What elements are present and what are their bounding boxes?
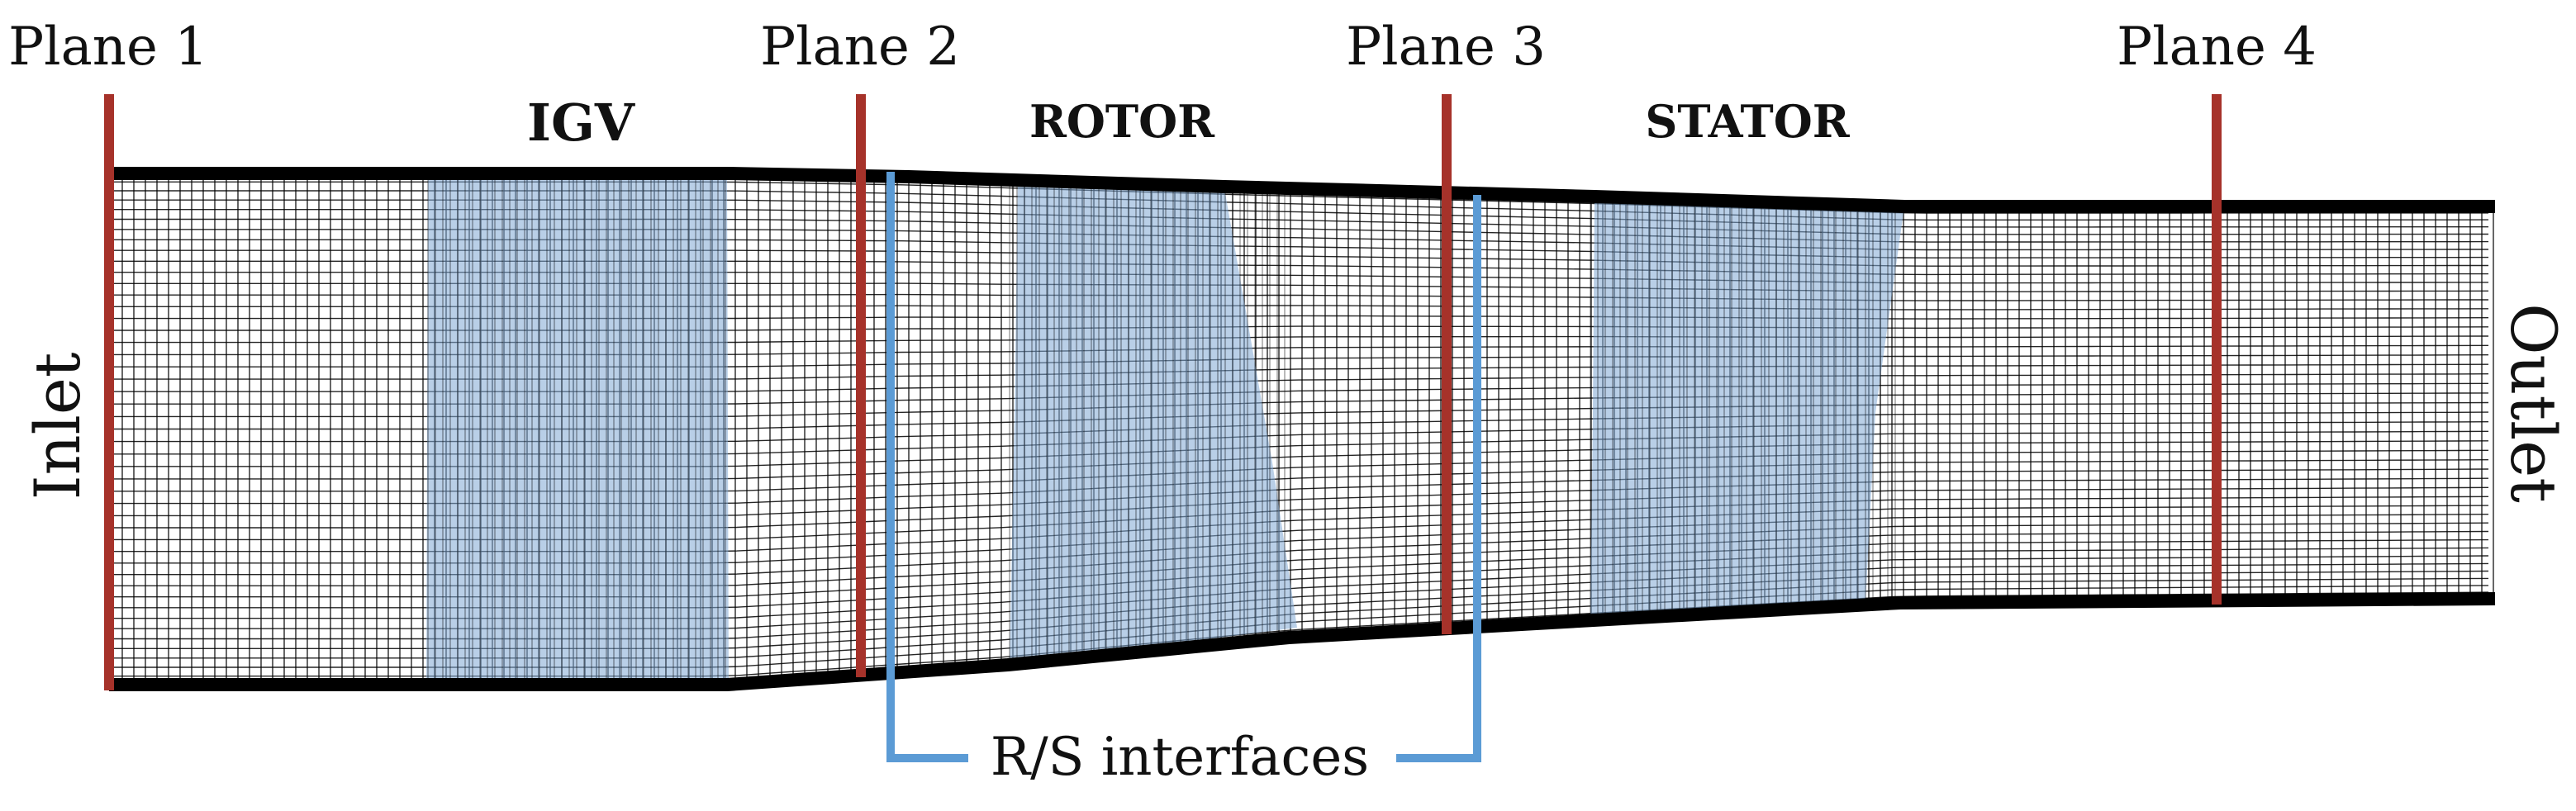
measurement-planes: Plane 1 Plane 2 Plane 3 Plane 4	[8, 17, 2317, 690]
blade-mesh	[427, 173, 1896, 685]
plane-3-line	[1442, 94, 1452, 634]
plane-1-label: Plane 1	[8, 17, 208, 78]
casing-wall	[109, 167, 2495, 213]
hub-wall	[109, 592, 2496, 691]
interface-label: R/S interfaces	[991, 727, 1369, 788]
stator-label: STATOR	[1645, 95, 1850, 148]
blade-rows	[426, 173, 1904, 685]
igv-label: IGV	[527, 92, 635, 153]
interface-1-bracket	[886, 172, 968, 762]
plane-1-line	[104, 94, 114, 690]
blade-row-labels: IGV ROTOR STATOR	[527, 92, 1851, 153]
stator-blade-region	[1590, 197, 1904, 615]
igv-blade-region	[426, 175, 729, 685]
plane-4-label: Plane 4	[2117, 17, 2317, 78]
outlet-label: Outlet	[2497, 303, 2570, 503]
plane-2-label: Plane 2	[760, 17, 960, 78]
plane-3-label: Plane 3	[1346, 17, 1546, 78]
computational-domain	[109, 167, 2496, 691]
plane-4-line	[2212, 94, 2222, 605]
rotor-label: ROTOR	[1029, 95, 1215, 148]
plane-2-line	[856, 94, 866, 677]
rs-interfaces: R/S interfaces	[886, 172, 1481, 788]
inlet-label: Inlet	[21, 353, 94, 500]
interface-2-bracket	[1396, 195, 1481, 762]
